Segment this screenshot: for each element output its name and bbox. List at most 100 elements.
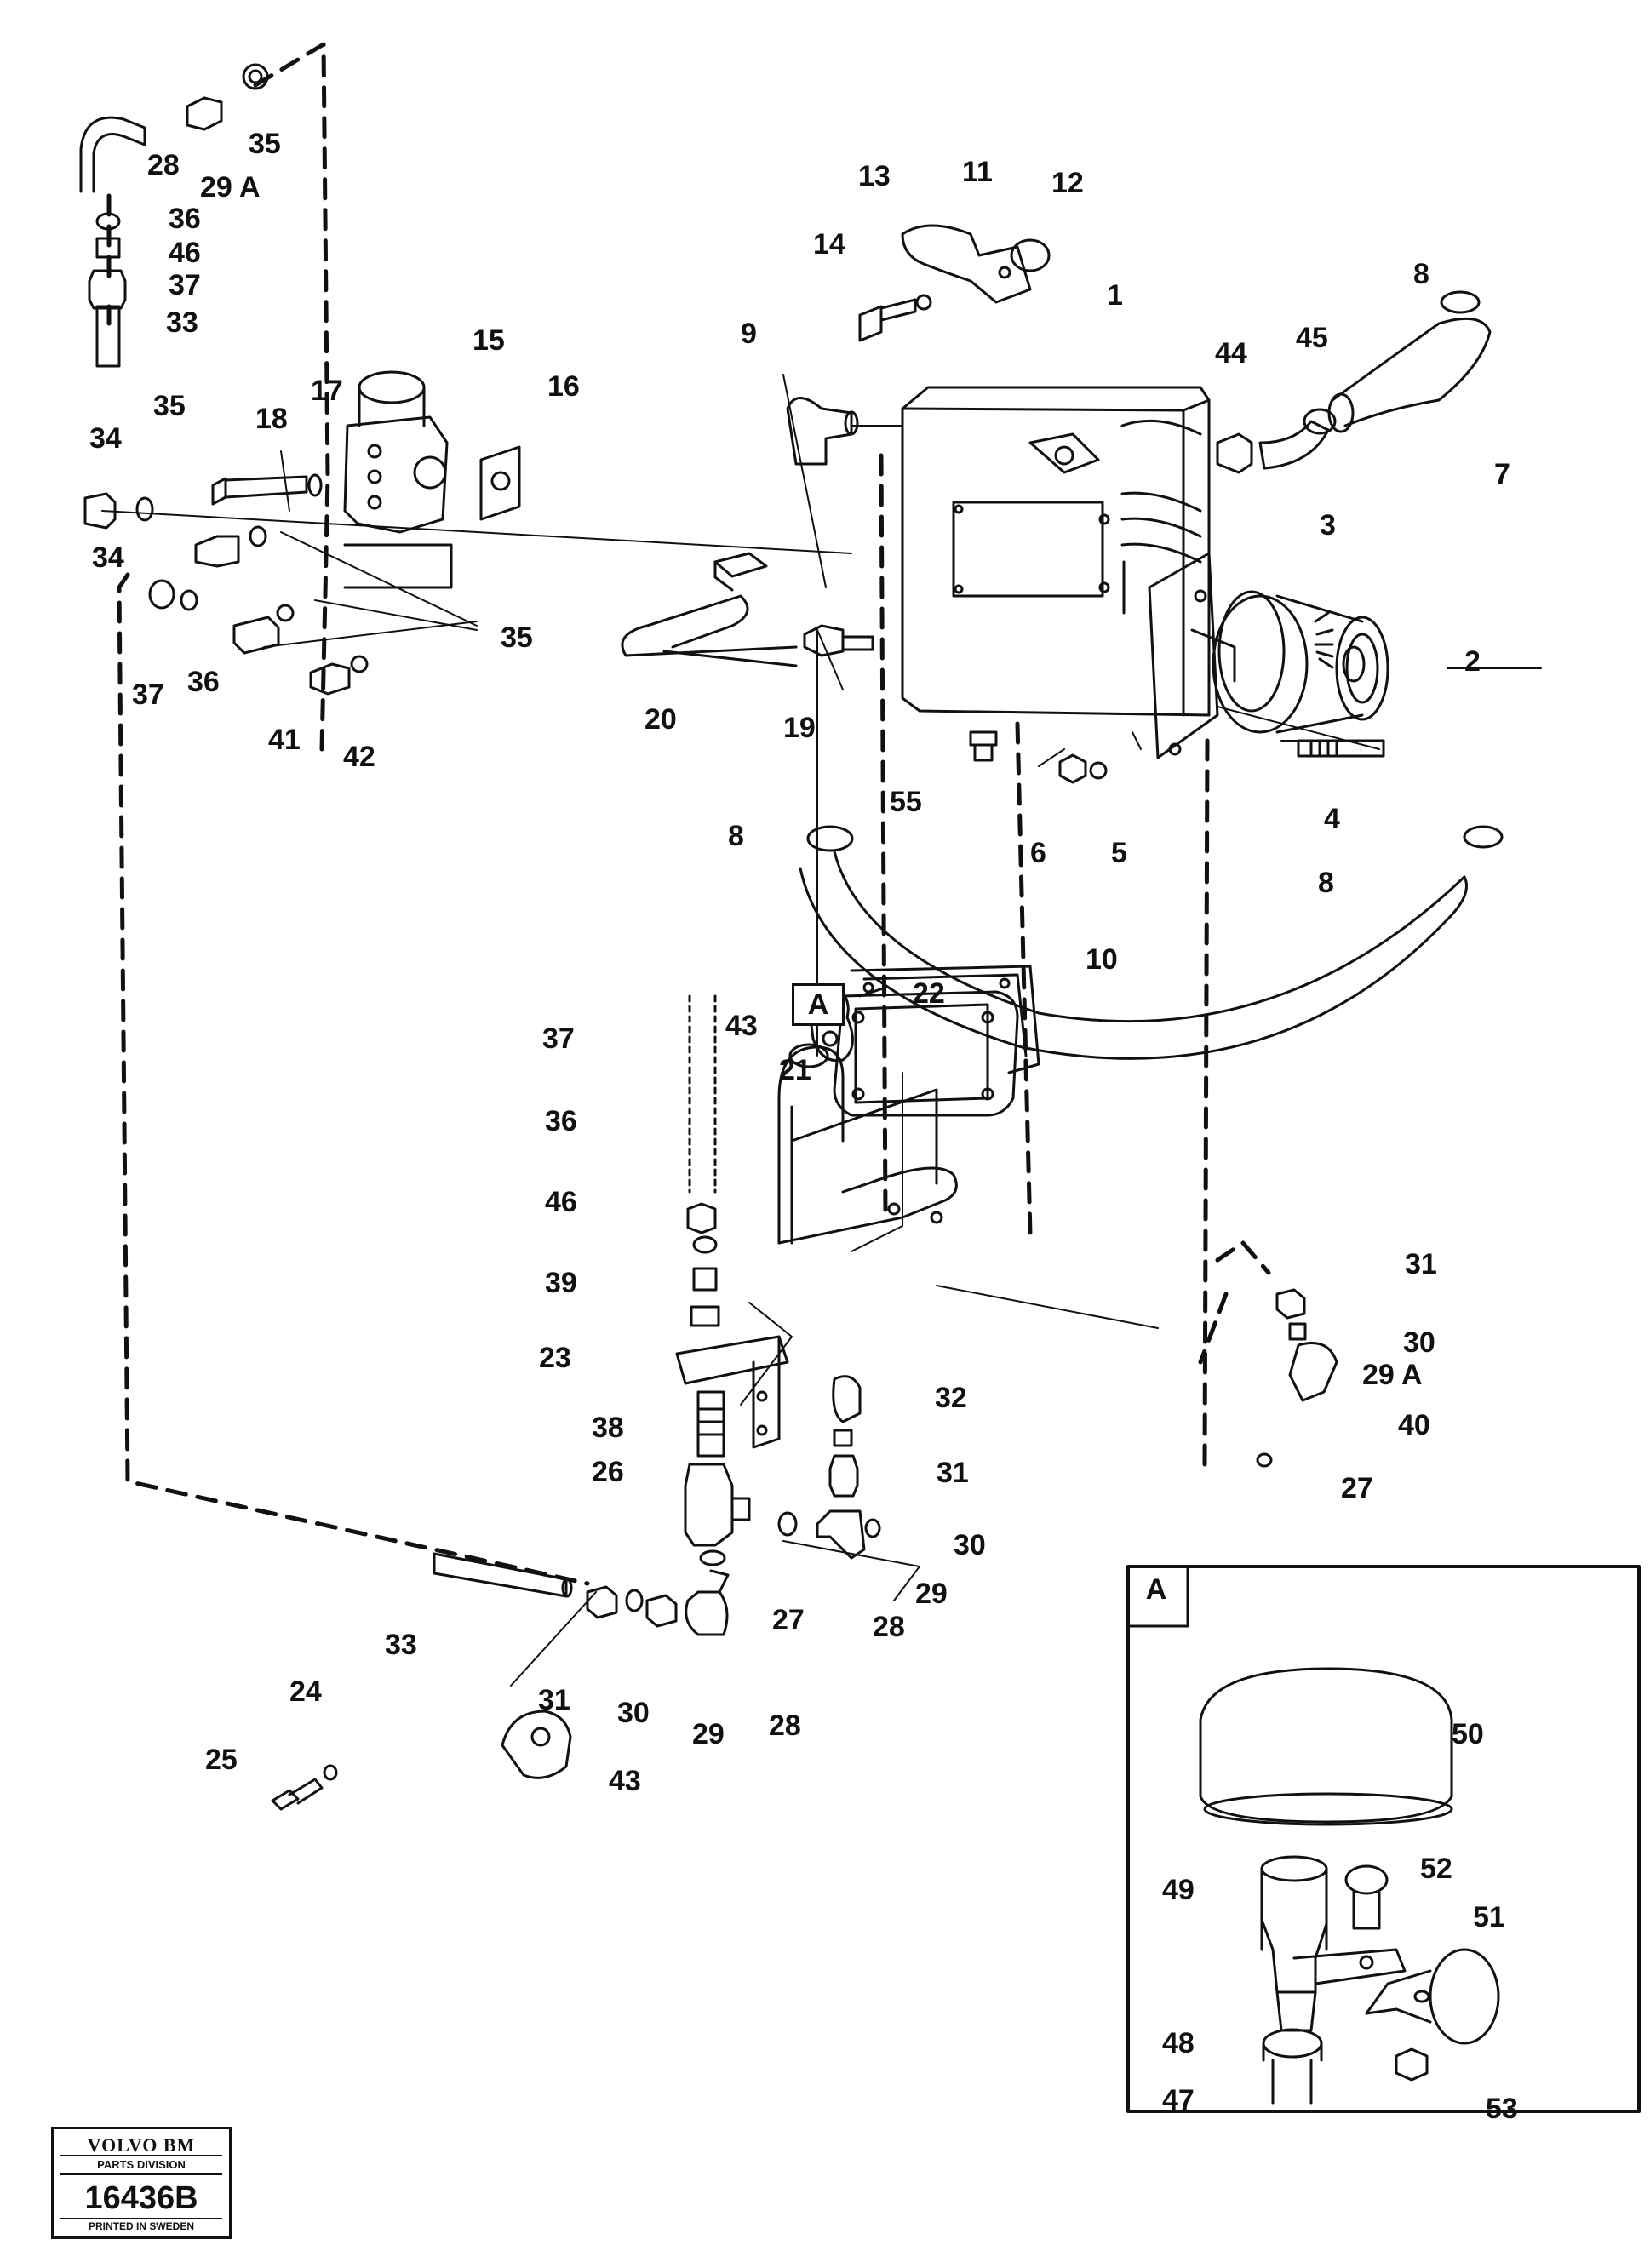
callout-27: 27 <box>772 1604 805 1636</box>
callout-14: 14 <box>813 228 845 261</box>
callout-46: 46 <box>169 237 201 269</box>
callout-15: 15 <box>473 324 505 357</box>
callout-36: 36 <box>545 1105 577 1137</box>
bolt <box>211 475 308 506</box>
callout-36: 36 <box>187 666 220 698</box>
callout-16: 16 <box>547 370 580 403</box>
washer <box>1089 761 1108 780</box>
callout-31: 31 <box>1405 1248 1437 1280</box>
callout-37: 37 <box>132 679 164 711</box>
callout-3: 3 <box>1320 509 1336 541</box>
lower-fittings <box>433 1552 730 1636</box>
callout-45: 45 <box>1296 322 1328 354</box>
callout-30: 30 <box>617 1697 650 1729</box>
callout-18: 18 <box>255 403 288 435</box>
plug <box>969 730 998 762</box>
hose <box>1271 2059 1313 2105</box>
far-right-fittings <box>1256 1288 1338 1468</box>
valve <box>343 370 453 589</box>
center-pipe-assembly <box>675 994 798 1566</box>
logo-brand: VOLVO BM <box>87 2134 196 2156</box>
union-fitting <box>1216 432 1253 474</box>
callout-23: 23 <box>539 1342 571 1374</box>
callout-7: 7 <box>1494 458 1510 490</box>
callout-36: 36 <box>169 203 201 235</box>
callout-9: 9 <box>741 318 757 350</box>
hose-clamp <box>1262 2028 1323 2062</box>
clamp <box>501 1710 572 1779</box>
washer <box>307 473 323 497</box>
compressor-housing <box>901 386 1236 759</box>
callout-49: 49 <box>1162 1874 1195 1906</box>
callout-1: 1 <box>1107 279 1123 312</box>
callout-2: 2 <box>1464 645 1481 678</box>
callout-46: 46 <box>545 1186 577 1218</box>
washer <box>915 294 932 311</box>
callout-33: 33 <box>166 306 198 339</box>
callout-42: 42 <box>343 741 375 773</box>
upper-hose <box>1327 317 1492 433</box>
pipe <box>621 552 798 667</box>
callout-35: 35 <box>501 621 533 654</box>
callout-8: 8 <box>1413 258 1429 290</box>
callout-33: 33 <box>385 1629 417 1661</box>
callout-31: 31 <box>538 1684 570 1716</box>
callout-47: 47 <box>1162 2084 1195 2116</box>
inset-callout-tag: A <box>792 983 845 1026</box>
nut <box>1058 753 1087 784</box>
callout-34: 34 <box>89 422 122 455</box>
gasket <box>850 965 1040 1074</box>
callout-52: 52 <box>1420 1853 1452 1885</box>
callout-21: 21 <box>779 1054 811 1086</box>
callout-29a: 29 A <box>200 171 261 203</box>
callout-5: 5 <box>1111 837 1127 869</box>
callout-22: 22 <box>913 977 945 1010</box>
stud <box>1297 739 1385 758</box>
lower-hose <box>799 850 1468 1060</box>
callout-6: 6 <box>1030 837 1046 869</box>
drawing-number: 16436B <box>84 2180 198 2216</box>
callout-29: 29 <box>692 1718 725 1750</box>
callout-43: 43 <box>609 1765 641 1797</box>
callout-37: 37 <box>169 269 201 301</box>
gasket <box>1010 238 1051 272</box>
callout-39: 39 <box>545 1267 577 1299</box>
callout-8: 8 <box>728 820 744 852</box>
nut <box>1395 2048 1429 2082</box>
publisher-logo: VOLVO BM PARTS DIVISION 16436B PRINTED I… <box>51 2127 232 2239</box>
bracket <box>833 990 1019 1117</box>
elbow <box>786 397 859 466</box>
callout-25: 25 <box>205 1744 238 1776</box>
callout-27: 27 <box>1341 1472 1373 1504</box>
callout-40: 40 <box>1398 1409 1430 1441</box>
left-fittings <box>83 492 369 696</box>
callout-37: 37 <box>542 1022 575 1055</box>
callout-17: 17 <box>311 375 343 407</box>
callout-41: 41 <box>268 724 301 756</box>
callout-51: 51 <box>1473 1901 1505 1933</box>
callout-50: 50 <box>1452 1718 1484 1750</box>
callout-32: 32 <box>935 1382 967 1414</box>
gasket <box>479 445 521 521</box>
callout-13: 13 <box>858 160 891 192</box>
callout-28: 28 <box>147 149 180 181</box>
dashed-routing-lines <box>106 42 1271 1586</box>
callout-31: 31 <box>937 1457 969 1489</box>
callout-24: 24 <box>289 1675 322 1708</box>
connector <box>803 624 874 657</box>
breather-cap <box>1199 1667 1453 1826</box>
callout-26: 26 <box>592 1456 624 1488</box>
callout-28: 28 <box>769 1710 801 1742</box>
inset-tag: A <box>1145 1572 1167 1606</box>
logo-division: PARTS DIVISION <box>97 2158 186 2171</box>
breather-pipe <box>1260 1855 1407 2032</box>
callout-8: 8 <box>1318 867 1334 899</box>
o-ring <box>1217 590 1286 713</box>
callout-10: 10 <box>1086 943 1118 976</box>
callout-30: 30 <box>954 1529 986 1561</box>
bolt <box>271 1778 324 1811</box>
screw <box>858 298 917 342</box>
flange <box>901 224 1032 304</box>
callout-30: 30 <box>1403 1326 1435 1359</box>
